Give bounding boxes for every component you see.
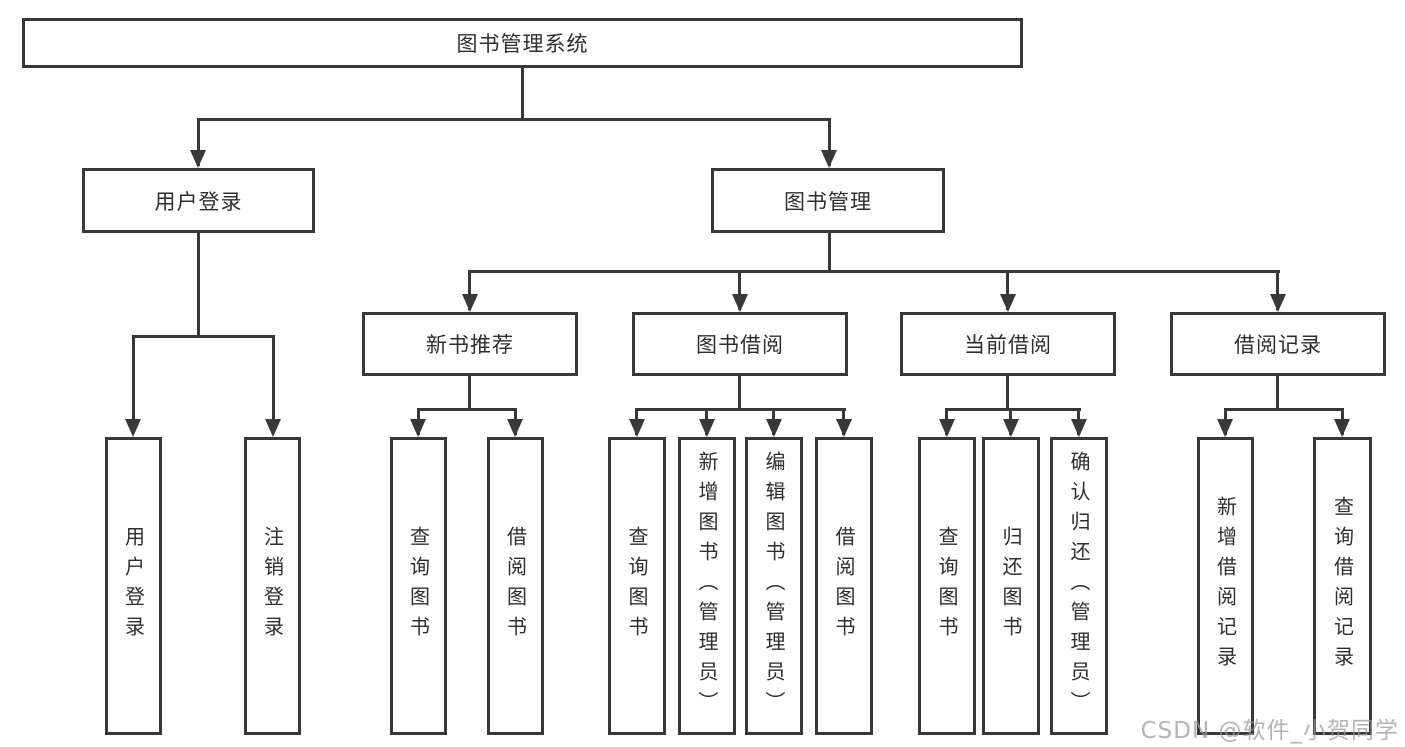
arrowhead-icon xyxy=(190,150,206,168)
arrowhead-icon xyxy=(821,150,837,168)
arrowhead-icon xyxy=(699,419,715,437)
arrowhead-icon xyxy=(265,419,281,437)
arrowhead-icon xyxy=(836,419,852,437)
leaf-newbooks-query-books: 查询图书 xyxy=(390,437,447,735)
connector xyxy=(1224,408,1344,411)
connector xyxy=(828,118,831,166)
arrowhead-icon xyxy=(1270,294,1286,312)
connector xyxy=(197,233,200,335)
leaf-current-confirm-return-admin: 确认归还（管理员） xyxy=(1050,437,1108,735)
leaf-borrow-borrow-books: 借阅图书 xyxy=(815,437,873,735)
arrowhead-icon xyxy=(939,419,955,437)
connector xyxy=(635,408,846,411)
leaf-borrow-query-books: 查询图书 xyxy=(608,437,666,735)
arrowhead-icon xyxy=(1334,419,1350,437)
node-borrow-records: 借阅记录 xyxy=(1170,312,1386,376)
leaf-current-return-books: 归还图书 xyxy=(982,437,1040,735)
arrowhead-icon xyxy=(1217,419,1233,437)
connector xyxy=(132,335,274,338)
connector xyxy=(469,270,1280,273)
connector xyxy=(132,335,135,433)
connector xyxy=(738,376,741,408)
node-library-system: 图书管理系统 xyxy=(22,18,1023,68)
connector xyxy=(468,376,471,408)
connector xyxy=(828,233,831,270)
connector xyxy=(1276,376,1279,408)
leaf-borrow-add-books-admin: 新增图书（管理员） xyxy=(678,437,736,735)
leaf-records-add-record: 新增借阅记录 xyxy=(1197,437,1254,735)
connector xyxy=(197,118,831,121)
leaf-records-query-record: 查询借阅记录 xyxy=(1313,437,1372,735)
connector xyxy=(1006,376,1009,408)
arrowhead-icon xyxy=(410,419,426,437)
arrowhead-icon xyxy=(462,294,478,312)
arrowhead-icon xyxy=(629,419,645,437)
connector xyxy=(197,118,200,166)
leaf-newbooks-borrow-books: 借阅图书 xyxy=(487,437,544,735)
arrowhead-icon xyxy=(1000,294,1016,312)
arrowhead-icon xyxy=(732,294,748,312)
arrowhead-icon xyxy=(125,419,141,437)
connector xyxy=(417,408,517,411)
csdn-watermark: CSDN @软件_小贺同学 xyxy=(1140,718,1399,744)
connector xyxy=(1276,270,1279,310)
arrowhead-icon xyxy=(766,419,782,437)
node-current-borrow: 当前借阅 xyxy=(900,312,1116,376)
leaf-borrow-edit-books-admin: 编辑图书（管理员） xyxy=(745,437,803,735)
arrowhead-icon xyxy=(1003,419,1019,437)
leaf-logout: 注销登录 xyxy=(244,437,301,735)
connector xyxy=(738,270,741,310)
connector xyxy=(1006,270,1009,310)
leaf-current-query-books: 查询图书 xyxy=(918,437,976,735)
connector xyxy=(521,68,524,118)
node-book-management: 图书管理 xyxy=(711,168,945,233)
connector xyxy=(468,270,471,310)
connector xyxy=(272,335,275,433)
node-new-book-recommend: 新书推荐 xyxy=(362,312,578,376)
arrowhead-icon xyxy=(507,419,523,437)
arrowhead-icon xyxy=(1071,419,1087,437)
connector xyxy=(945,408,1081,411)
node-user-login: 用户登录 xyxy=(82,168,315,233)
leaf-user-login: 用户登录 xyxy=(105,437,162,735)
node-book-borrow: 图书借阅 xyxy=(632,312,848,376)
